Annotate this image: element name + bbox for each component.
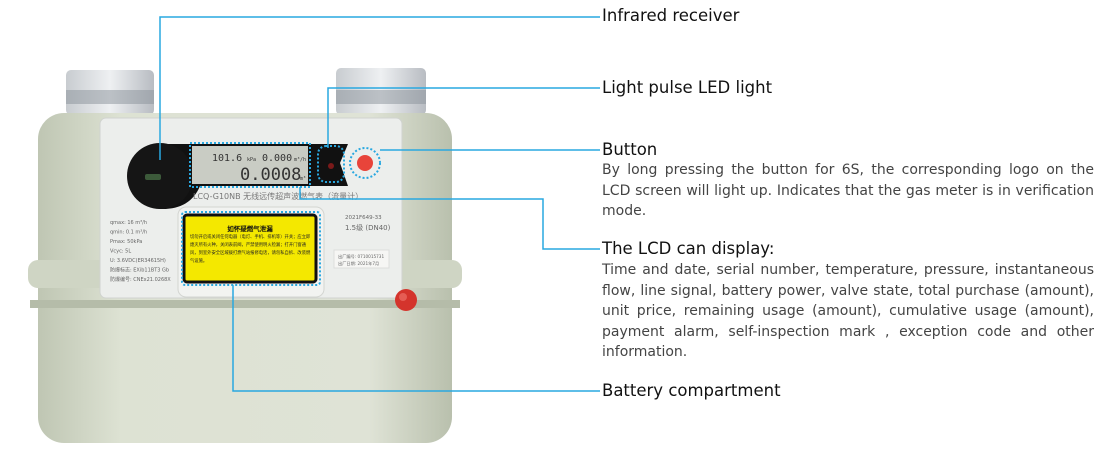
led-light-label: Light pulse LED light [602, 78, 773, 97]
spec-line: U: 3.6VDC(ER34615H) [110, 258, 166, 264]
pulse-led [328, 163, 334, 169]
cert-number: 2021F649-33 [345, 215, 382, 221]
battery-compartment-label: Battery compartment [602, 381, 781, 400]
callout-lines [159, 16, 600, 392]
button-label: Button [602, 140, 658, 159]
lcd-flow-unit: m³/h [294, 157, 306, 163]
spec-line: Pmax: 50kPa [110, 239, 142, 245]
grade: 1.5级 (DN40) [345, 223, 391, 232]
spec-line: qmin: 0.1 m³/h [110, 230, 147, 236]
warning-label [182, 213, 318, 284]
lcd-callout-line [299, 187, 600, 250]
lcd-volume: 0.0008 [240, 165, 301, 185]
valve-knob [395, 289, 417, 311]
lcd-description: Time and date, serial number, temperatur… [602, 262, 1094, 360]
outlet-cap [336, 68, 426, 115]
battery-callout-line [232, 285, 600, 392]
led-callout-line [327, 87, 600, 148]
lcd-label: The LCD can display: [602, 239, 775, 258]
button-description: By long pressing the button for 6S, the … [602, 162, 1094, 219]
warning-title: 如怀疑燃气泄漏 [227, 224, 273, 233]
spec-line: 防爆标志: EXib11BT3 Gb [110, 267, 169, 274]
spec-line: qmax: 16 m³/h [110, 220, 147, 226]
inlet-cap [66, 70, 154, 115]
lcd-screen [192, 146, 308, 184]
lcd-pressure-unit: kPa [247, 157, 256, 163]
verification-button[interactable] [357, 155, 373, 171]
spec-line: Vcyc: 5L [110, 249, 131, 255]
infrared-callout-line [159, 16, 600, 160]
lcd-volume-unit: m³ [300, 176, 306, 182]
manufacture-date: 出厂日期: 2021年7月 [338, 260, 379, 267]
spec-line: 防爆编号: CNEx21.0268X [110, 276, 171, 283]
lcd-flow: 0.000 [262, 153, 292, 164]
warning-text: 切勿开启或关闭任何电器（电灯、手机、排机等）开关；应立即熄灭所有火种，关闭表前阀… [190, 235, 311, 264]
serial-number: 出厂编号: 0710015731 [338, 253, 384, 260]
model-label: LCQ-G10NB 无线远传超声波燃气表（流量计） [193, 191, 363, 201]
infrared-receiver-label: Infrared receiver [602, 6, 740, 25]
lcd-pressure: 101.6 [212, 153, 242, 164]
